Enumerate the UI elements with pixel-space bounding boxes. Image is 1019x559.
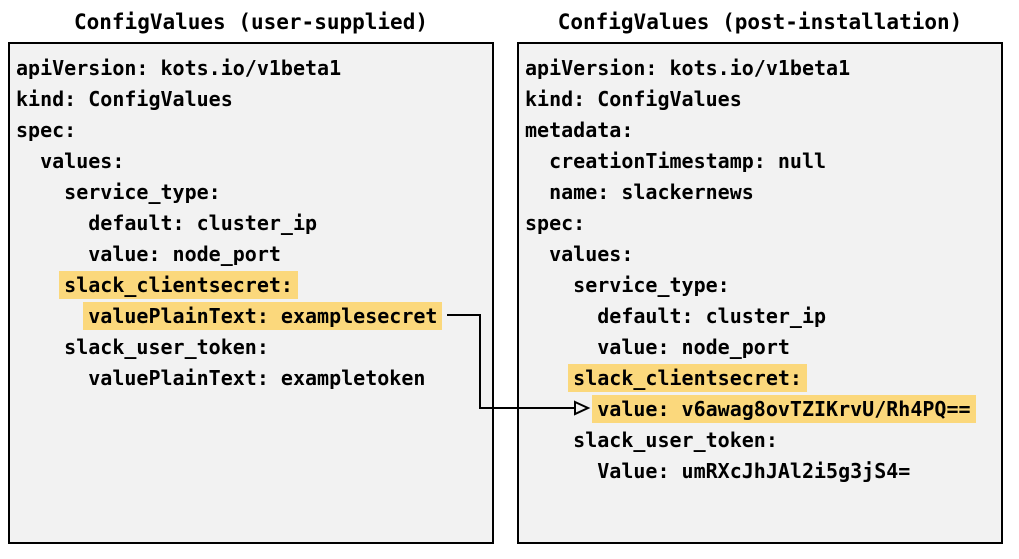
yaml-text: values: (549, 242, 634, 266)
yaml-text: spec: (16, 118, 77, 142)
yaml-line: values: (16, 146, 492, 177)
yaml-indent (525, 459, 597, 483)
yaml-line: spec: (16, 115, 492, 146)
yaml-text: spec: (525, 211, 586, 235)
yaml-line: spec: (525, 208, 1001, 239)
yaml-line: creationTimestamp: null (525, 146, 1001, 177)
yaml-line-highlighted: valuePlainText: examplesecret (16, 301, 492, 332)
yaml-text: values: (40, 149, 125, 173)
yaml-text: metadata: (525, 118, 634, 142)
yaml-line: apiVersion: kots.io/v1beta1 (525, 53, 1001, 84)
yaml-line: kind: ConfigValues (525, 84, 1001, 115)
yaml-indent (525, 149, 549, 173)
yaml-text: slack_user_token: (573, 428, 778, 452)
yaml-text: service_type: (573, 273, 730, 297)
highlighted-yaml-text: slack_clientsecret: (568, 364, 807, 392)
yaml-indent (16, 304, 88, 328)
yaml-line: value: node_port (525, 332, 1001, 363)
left-panel-title: ConfigValues (user-supplied) (73, 10, 428, 34)
yaml-text: kind: ConfigValues (16, 87, 233, 111)
yaml-line: slack_user_token: (525, 425, 1001, 456)
yaml-line: apiVersion: kots.io/v1beta1 (16, 53, 492, 84)
yaml-text: service_type: (64, 180, 221, 204)
yaml-indent (525, 335, 597, 359)
yaml-indent (525, 242, 549, 266)
yaml-line: name: slackernews (525, 177, 1001, 208)
yaml-text: valuePlainText: exampletoken (88, 366, 426, 390)
highlighted-yaml-text: valuePlainText: examplesecret (83, 302, 443, 330)
yaml-line: default: cluster_ip (525, 301, 1001, 332)
yaml-indent (16, 335, 64, 359)
yaml-line: service_type: (525, 270, 1001, 301)
yaml-text: apiVersion: kots.io/v1beta1 (16, 56, 342, 80)
yaml-indent (525, 273, 573, 297)
yaml-line-highlighted: slack_clientsecret: (525, 363, 1001, 394)
highlighted-yaml-text: slack_clientsecret: (59, 271, 298, 299)
yaml-indent (525, 397, 597, 421)
right-panel-title: ConfigValues (post-installation) (557, 10, 963, 34)
yaml-text: apiVersion: kots.io/v1beta1 (525, 56, 851, 80)
yaml-line: service_type: (16, 177, 492, 208)
yaml-indent (525, 180, 549, 204)
yaml-indent (16, 180, 64, 204)
yaml-line: metadata: (525, 115, 1001, 146)
post-installation-config-panel: apiVersion: kots.io/v1beta1 kind: Config… (517, 42, 1003, 544)
yaml-text: Value: umRXcJhJAl2i5g3jS4= (597, 459, 911, 483)
yaml-line-highlighted: slack_clientsecret: (16, 270, 492, 301)
user-supplied-config-panel: apiVersion: kots.io/v1beta1 kind: Config… (8, 42, 494, 544)
yaml-indent (525, 366, 573, 390)
yaml-line: values: (525, 239, 1001, 270)
highlighted-yaml-text: value: v6awag8ovTZIKrvU/Rh4PQ== (592, 395, 976, 423)
yaml-indent (16, 273, 64, 297)
yaml-line: kind: ConfigValues (16, 84, 492, 115)
yaml-text: value: node_port (597, 335, 790, 359)
yaml-line: default: cluster_ip (16, 208, 492, 239)
yaml-indent (525, 428, 573, 452)
yaml-indent (16, 242, 88, 266)
yaml-text: name: slackernews (549, 180, 754, 204)
yaml-text: creationTimestamp: null (549, 149, 827, 173)
yaml-indent (16, 211, 88, 235)
yaml-line-highlighted: value: v6awag8ovTZIKrvU/Rh4PQ== (525, 394, 1001, 425)
yaml-indent (16, 149, 40, 173)
yaml-line: value: node_port (16, 239, 492, 270)
yaml-text: value: node_port (88, 242, 281, 266)
yaml-text: default: cluster_ip (88, 211, 318, 235)
yaml-line: valuePlainText: exampletoken (16, 363, 492, 394)
yaml-line: Value: umRXcJhJAl2i5g3jS4= (525, 456, 1001, 487)
yaml-text: slack_user_token: (64, 335, 269, 359)
yaml-indent (525, 304, 597, 328)
yaml-indent (16, 366, 88, 390)
yaml-line: slack_user_token: (16, 332, 492, 363)
yaml-text: kind: ConfigValues (525, 87, 742, 111)
yaml-text: default: cluster_ip (597, 304, 827, 328)
